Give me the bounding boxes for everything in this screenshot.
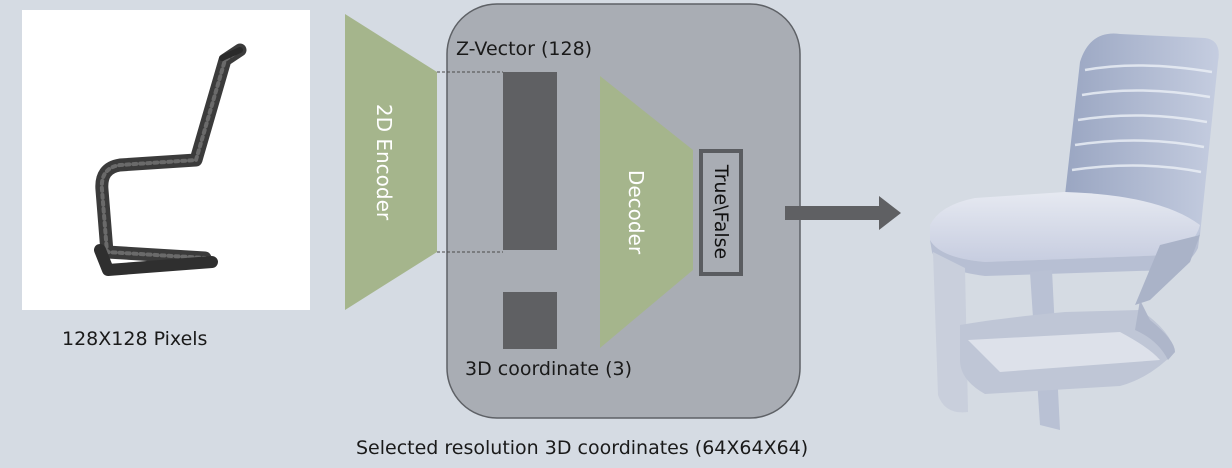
z-vector-block	[503, 72, 557, 250]
encoder-label: 2D Encoder	[372, 103, 396, 221]
decoder-trapezoid	[600, 76, 693, 348]
input-chair-silhouette	[94, 43, 247, 276]
coordinate-label: 3D coordinate (3)	[465, 358, 633, 380]
coordinate-block	[503, 292, 557, 349]
decoder-label: Decoder	[624, 169, 648, 255]
arrow-icon	[785, 196, 901, 230]
output-box	[699, 149, 743, 276]
output-chair-render	[930, 33, 1219, 430]
bottom-caption: Selected resolution 3D coordinates (64X6…	[356, 437, 809, 459]
encoder-trapezoid	[345, 14, 437, 310]
output-label: True\False	[710, 164, 732, 260]
z-vector-label: Z-Vector (128)	[456, 38, 593, 60]
input-caption: 128X128 Pixels	[62, 328, 208, 350]
